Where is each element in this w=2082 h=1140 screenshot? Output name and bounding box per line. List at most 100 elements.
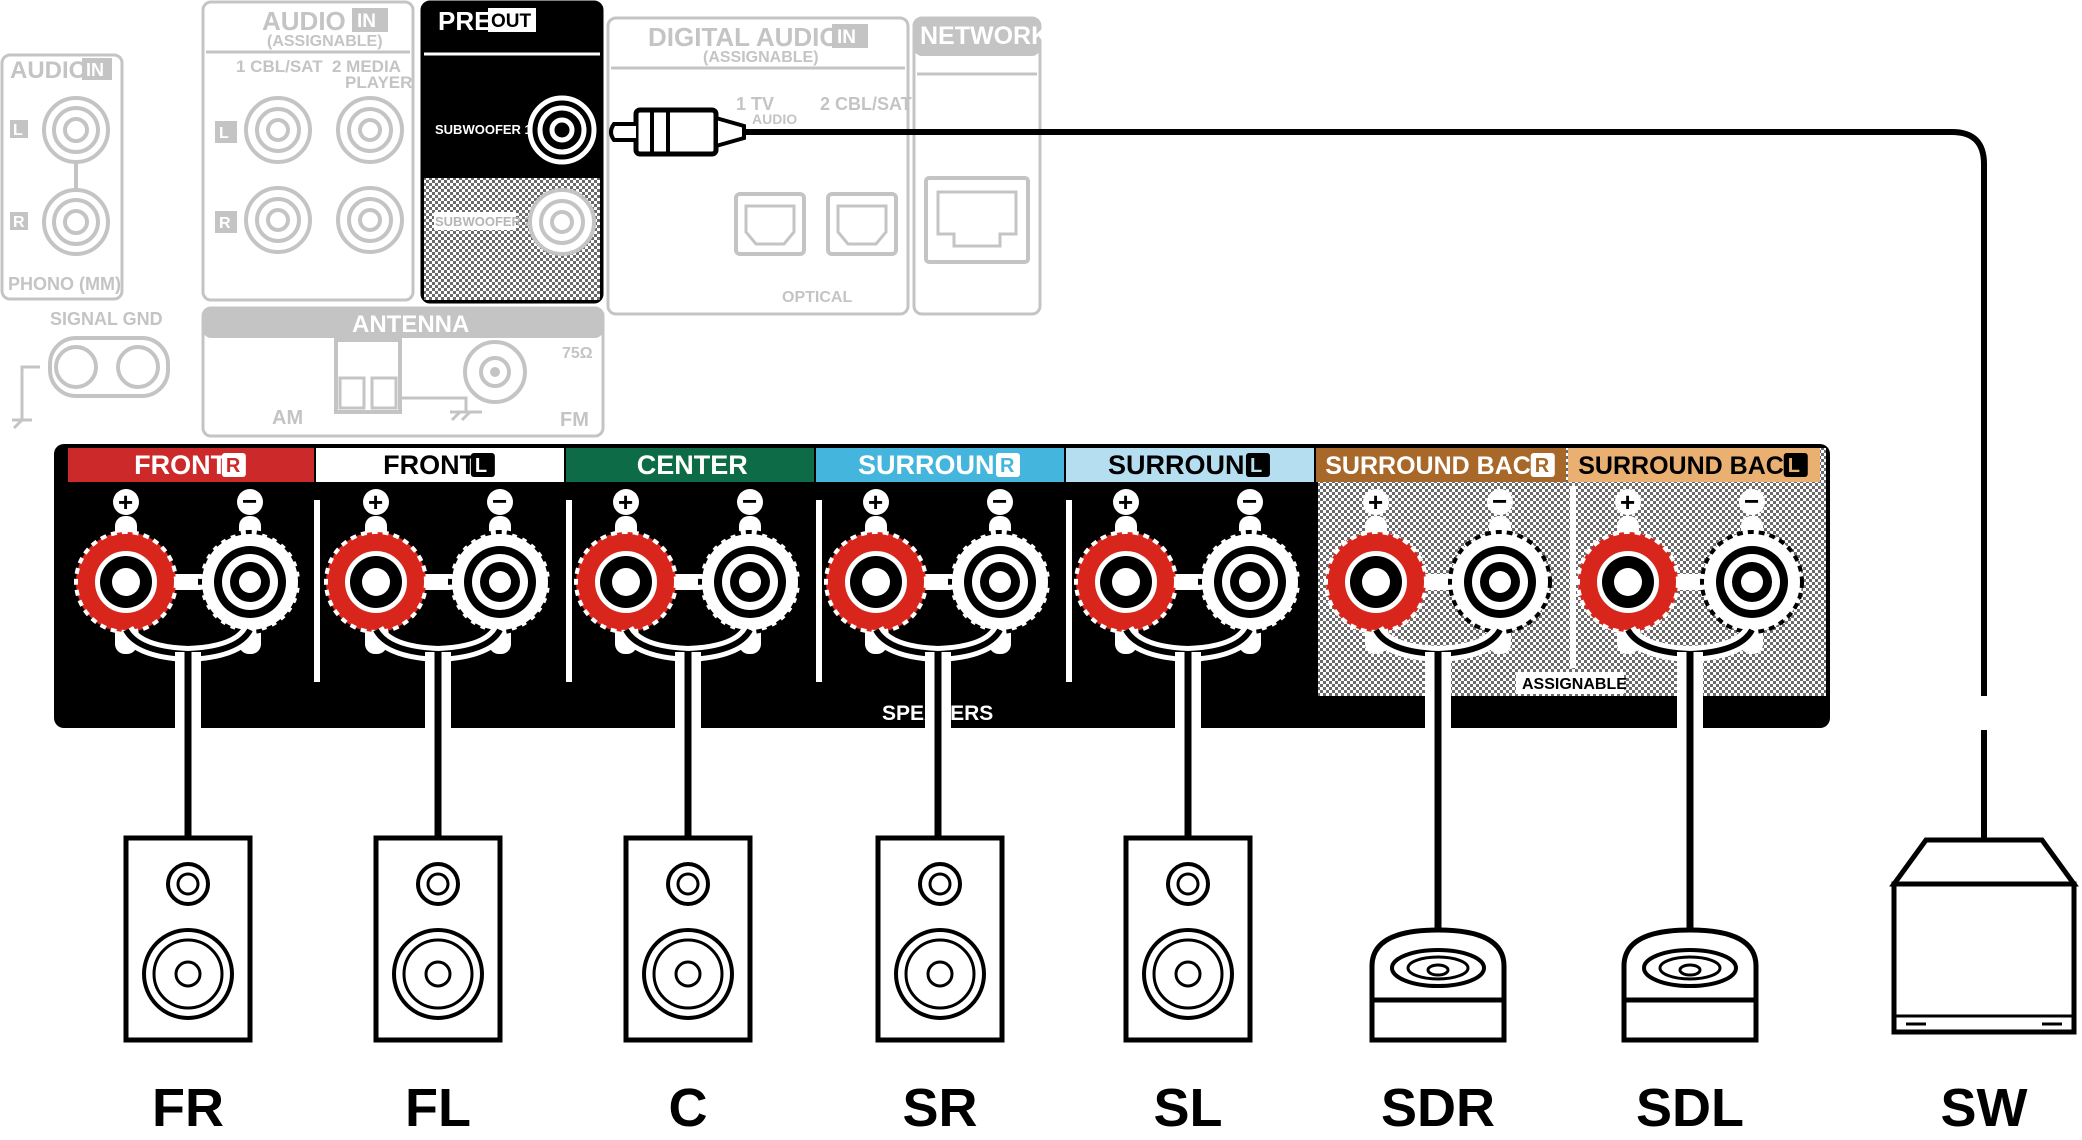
cbl-sat-right-jack [244, 186, 312, 254]
pre-out-title: PRE [438, 6, 491, 36]
speaker-sdl: SDL [1621, 927, 1759, 1138]
plus-marker [863, 489, 889, 515]
minus-marker [1487, 489, 1513, 515]
channel-badge-box-4 [995, 453, 1020, 477]
channel-label-3: CENTER [637, 450, 748, 480]
channel-divider-2 [566, 500, 572, 682]
speaker-label-sdr: SDR [1381, 1078, 1495, 1138]
woofer-cap [1174, 960, 1202, 988]
minus-marker [1237, 489, 1263, 515]
speaker-label-c: C [669, 1078, 708, 1138]
plus-marker [1615, 489, 1641, 515]
woofer-cap [674, 960, 702, 988]
digital-col1b: AUDIO [752, 111, 797, 127]
channel-header-6 [1316, 448, 1566, 482]
channel-badge-1: R [226, 455, 241, 477]
subwoofer-cable [609, 107, 1987, 842]
speaker-label-sl: SL [1153, 1078, 1222, 1138]
minus-sign: − [1242, 486, 1257, 516]
rear-jacks-upper: AUDIO IN L R PHONO (MM) SIGNAL GND AUDIO [0, 0, 1049, 438]
antenna-title: ANTENNA [352, 311, 469, 338]
minus-marker [487, 489, 513, 515]
speaker-sl: SL [1123, 835, 1253, 1138]
tweeter-dome [176, 872, 200, 896]
minus-terminal-hole [1741, 571, 1763, 593]
minus-sign: − [492, 486, 507, 516]
fm-ohm: 75Ω [562, 345, 593, 362]
antenna-block: ANTENNA AM 75Ω FM [201, 306, 605, 438]
plus-sign: + [618, 487, 633, 517]
channel-badge-4: R [1000, 455, 1015, 477]
channel-header-3 [566, 448, 814, 482]
digital-audio-block: DIGITAL AUDIO IN (ASSIGNABLE) 1 TV AUDIO… [606, 16, 912, 316]
audio-in-left-label: L [219, 125, 229, 142]
plus-marker [363, 489, 389, 515]
subwoofer-cabinet [1891, 881, 2077, 1035]
fm-jack [463, 340, 527, 404]
channel-badge-6: R [1535, 455, 1550, 477]
channel-badge-box-6 [1530, 453, 1555, 477]
phono-right-label: R [13, 214, 25, 231]
audio-in-title: AUDIO [262, 6, 346, 36]
phono-left-label: L [13, 122, 23, 139]
channel-badge-5: L [1250, 455, 1262, 477]
channel-header-2 [316, 448, 564, 482]
channel-label-6: SURROUND BACK [1325, 452, 1549, 480]
rca-plug [633, 107, 719, 157]
speaker-c: C [623, 835, 753, 1138]
speaker-fr: FR [123, 835, 253, 1138]
media-player-left-jack [336, 96, 404, 164]
woofer-cap [174, 960, 202, 988]
woofer-cap [424, 960, 452, 988]
height-speaker-base [1621, 997, 1759, 1043]
audio-in-phono-title: AUDIO [10, 57, 87, 84]
terminal-pair-5: +− [1074, 486, 1302, 663]
am-label: AM [272, 407, 303, 429]
height-speaker-cap [1678, 963, 1702, 977]
plus-sign: + [868, 487, 883, 517]
minus-terminal-hole [489, 571, 511, 593]
channel-label-1: FRONT [134, 450, 227, 480]
digital-title: DIGITAL AUDIO [648, 22, 840, 52]
plus-terminal-hole [362, 568, 390, 596]
subwoofer-top [1889, 837, 2079, 887]
plus-marker [1113, 489, 1139, 515]
optical-tv-jack [734, 192, 806, 256]
audio-in-phono-block: AUDIO IN L R PHONO (MM) SIGNAL GND [0, 53, 170, 430]
assignable-label: ASSIGNABLE [1522, 676, 1627, 693]
ethernet-port [924, 176, 1030, 264]
speaker-sdr: SDR [1369, 927, 1507, 1138]
minus-sign: − [1744, 486, 1759, 516]
speaker-label-sr: SR [902, 1078, 977, 1138]
channel-header-5 [1066, 448, 1314, 482]
subwoofer1-label: SUBWOOFER 1 [435, 122, 532, 137]
optical-cbl-jack [826, 192, 898, 256]
tweeter-dome [928, 872, 952, 896]
plus-terminal-hole [1362, 568, 1390, 596]
speaker-fl: FL [373, 835, 503, 1138]
channel-badge-box-1 [221, 453, 246, 477]
speaker-label-fr: FR [152, 1078, 224, 1138]
channel-badge-box-7 [1783, 453, 1808, 477]
audio-in-right-label: R [219, 215, 231, 232]
channel-label-5: SURROUND [1108, 450, 1264, 480]
network-title: NETWORK [920, 22, 1049, 50]
minus-marker [737, 489, 763, 515]
plus-terminal-hole [1614, 568, 1642, 596]
channel-header-4 [816, 448, 1064, 482]
minus-marker [987, 489, 1013, 515]
cbl-sat-left-jack [244, 96, 312, 164]
speaker-cables [175, 652, 2006, 932]
minus-terminal-hole [739, 571, 761, 593]
digital-col2: 2 CBL/SAT [820, 94, 912, 114]
pre-out-block: PRE OUT SUBWOOFER 1 SUBWOOFER 2 [420, 0, 604, 304]
audio-in-col2b: PLAYER [345, 73, 412, 92]
channel-label-7: SURROUND BACK [1578, 452, 1802, 480]
digital-sub: (ASSIGNABLE) [703, 49, 819, 66]
speaker-sr: SR [875, 835, 1005, 1138]
height-speaker-base [1369, 997, 1507, 1043]
terminal-pair-1: +− [74, 486, 302, 663]
tweeter-dome [426, 872, 450, 896]
